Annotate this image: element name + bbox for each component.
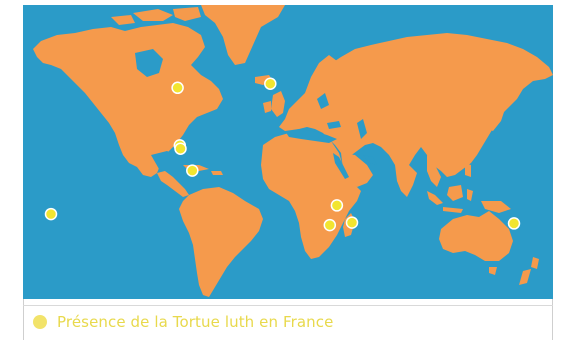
legend: Présence de la Tortue luth en France bbox=[23, 305, 553, 337]
persian-gulf bbox=[363, 155, 377, 165]
arctic-islands-3 bbox=[111, 15, 135, 25]
ocean-inlets bbox=[135, 49, 377, 179]
arctic-islands-1 bbox=[133, 9, 173, 21]
tasmania bbox=[489, 267, 497, 275]
world-map bbox=[23, 5, 553, 299]
southeast-asia bbox=[427, 155, 441, 187]
central-america bbox=[157, 171, 189, 197]
new-zealand-north bbox=[531, 257, 539, 269]
sumatra bbox=[427, 191, 443, 205]
hispaniola bbox=[211, 171, 223, 175]
marker-europa-island bbox=[323, 218, 337, 232]
gulf-of-mexico bbox=[151, 151, 183, 173]
marker-martinique bbox=[174, 142, 187, 155]
legend-label: Présence de la Tortue luth en France bbox=[57, 312, 334, 331]
sulawesi bbox=[467, 189, 473, 201]
java bbox=[443, 207, 463, 213]
japan bbox=[487, 105, 505, 131]
hudson-bay bbox=[135, 49, 163, 77]
north-america bbox=[33, 23, 223, 177]
great-britain bbox=[271, 91, 285, 117]
borneo bbox=[447, 185, 463, 201]
new-zealand-south bbox=[519, 269, 531, 285]
black-sea bbox=[327, 121, 341, 129]
arctic-islands-2 bbox=[173, 7, 201, 21]
caspian-sea bbox=[357, 119, 367, 139]
baltic-sea bbox=[317, 93, 329, 109]
mediterranean-sea bbox=[285, 129, 337, 143]
marker-french-guiana bbox=[186, 164, 199, 177]
new-guinea bbox=[481, 201, 511, 213]
scandinavia bbox=[305, 55, 337, 99]
land-masses bbox=[33, 5, 553, 297]
marker-new-caledonia bbox=[507, 217, 521, 230]
marker-french-polynesia bbox=[44, 207, 58, 221]
marker-nova-scotia bbox=[171, 81, 184, 95]
marker-reunion bbox=[345, 216, 359, 229]
red-sea bbox=[333, 153, 349, 179]
south-america bbox=[179, 187, 263, 297]
marker-mayotte bbox=[330, 199, 344, 212]
india bbox=[395, 165, 417, 197]
greenland bbox=[201, 5, 285, 65]
legend-marker-dot bbox=[33, 314, 47, 329]
philippines bbox=[465, 163, 471, 177]
marker-france bbox=[264, 77, 277, 90]
australia bbox=[439, 211, 513, 261]
presence-markers bbox=[44, 77, 521, 232]
ireland bbox=[263, 101, 271, 113]
eurasia bbox=[279, 33, 553, 177]
